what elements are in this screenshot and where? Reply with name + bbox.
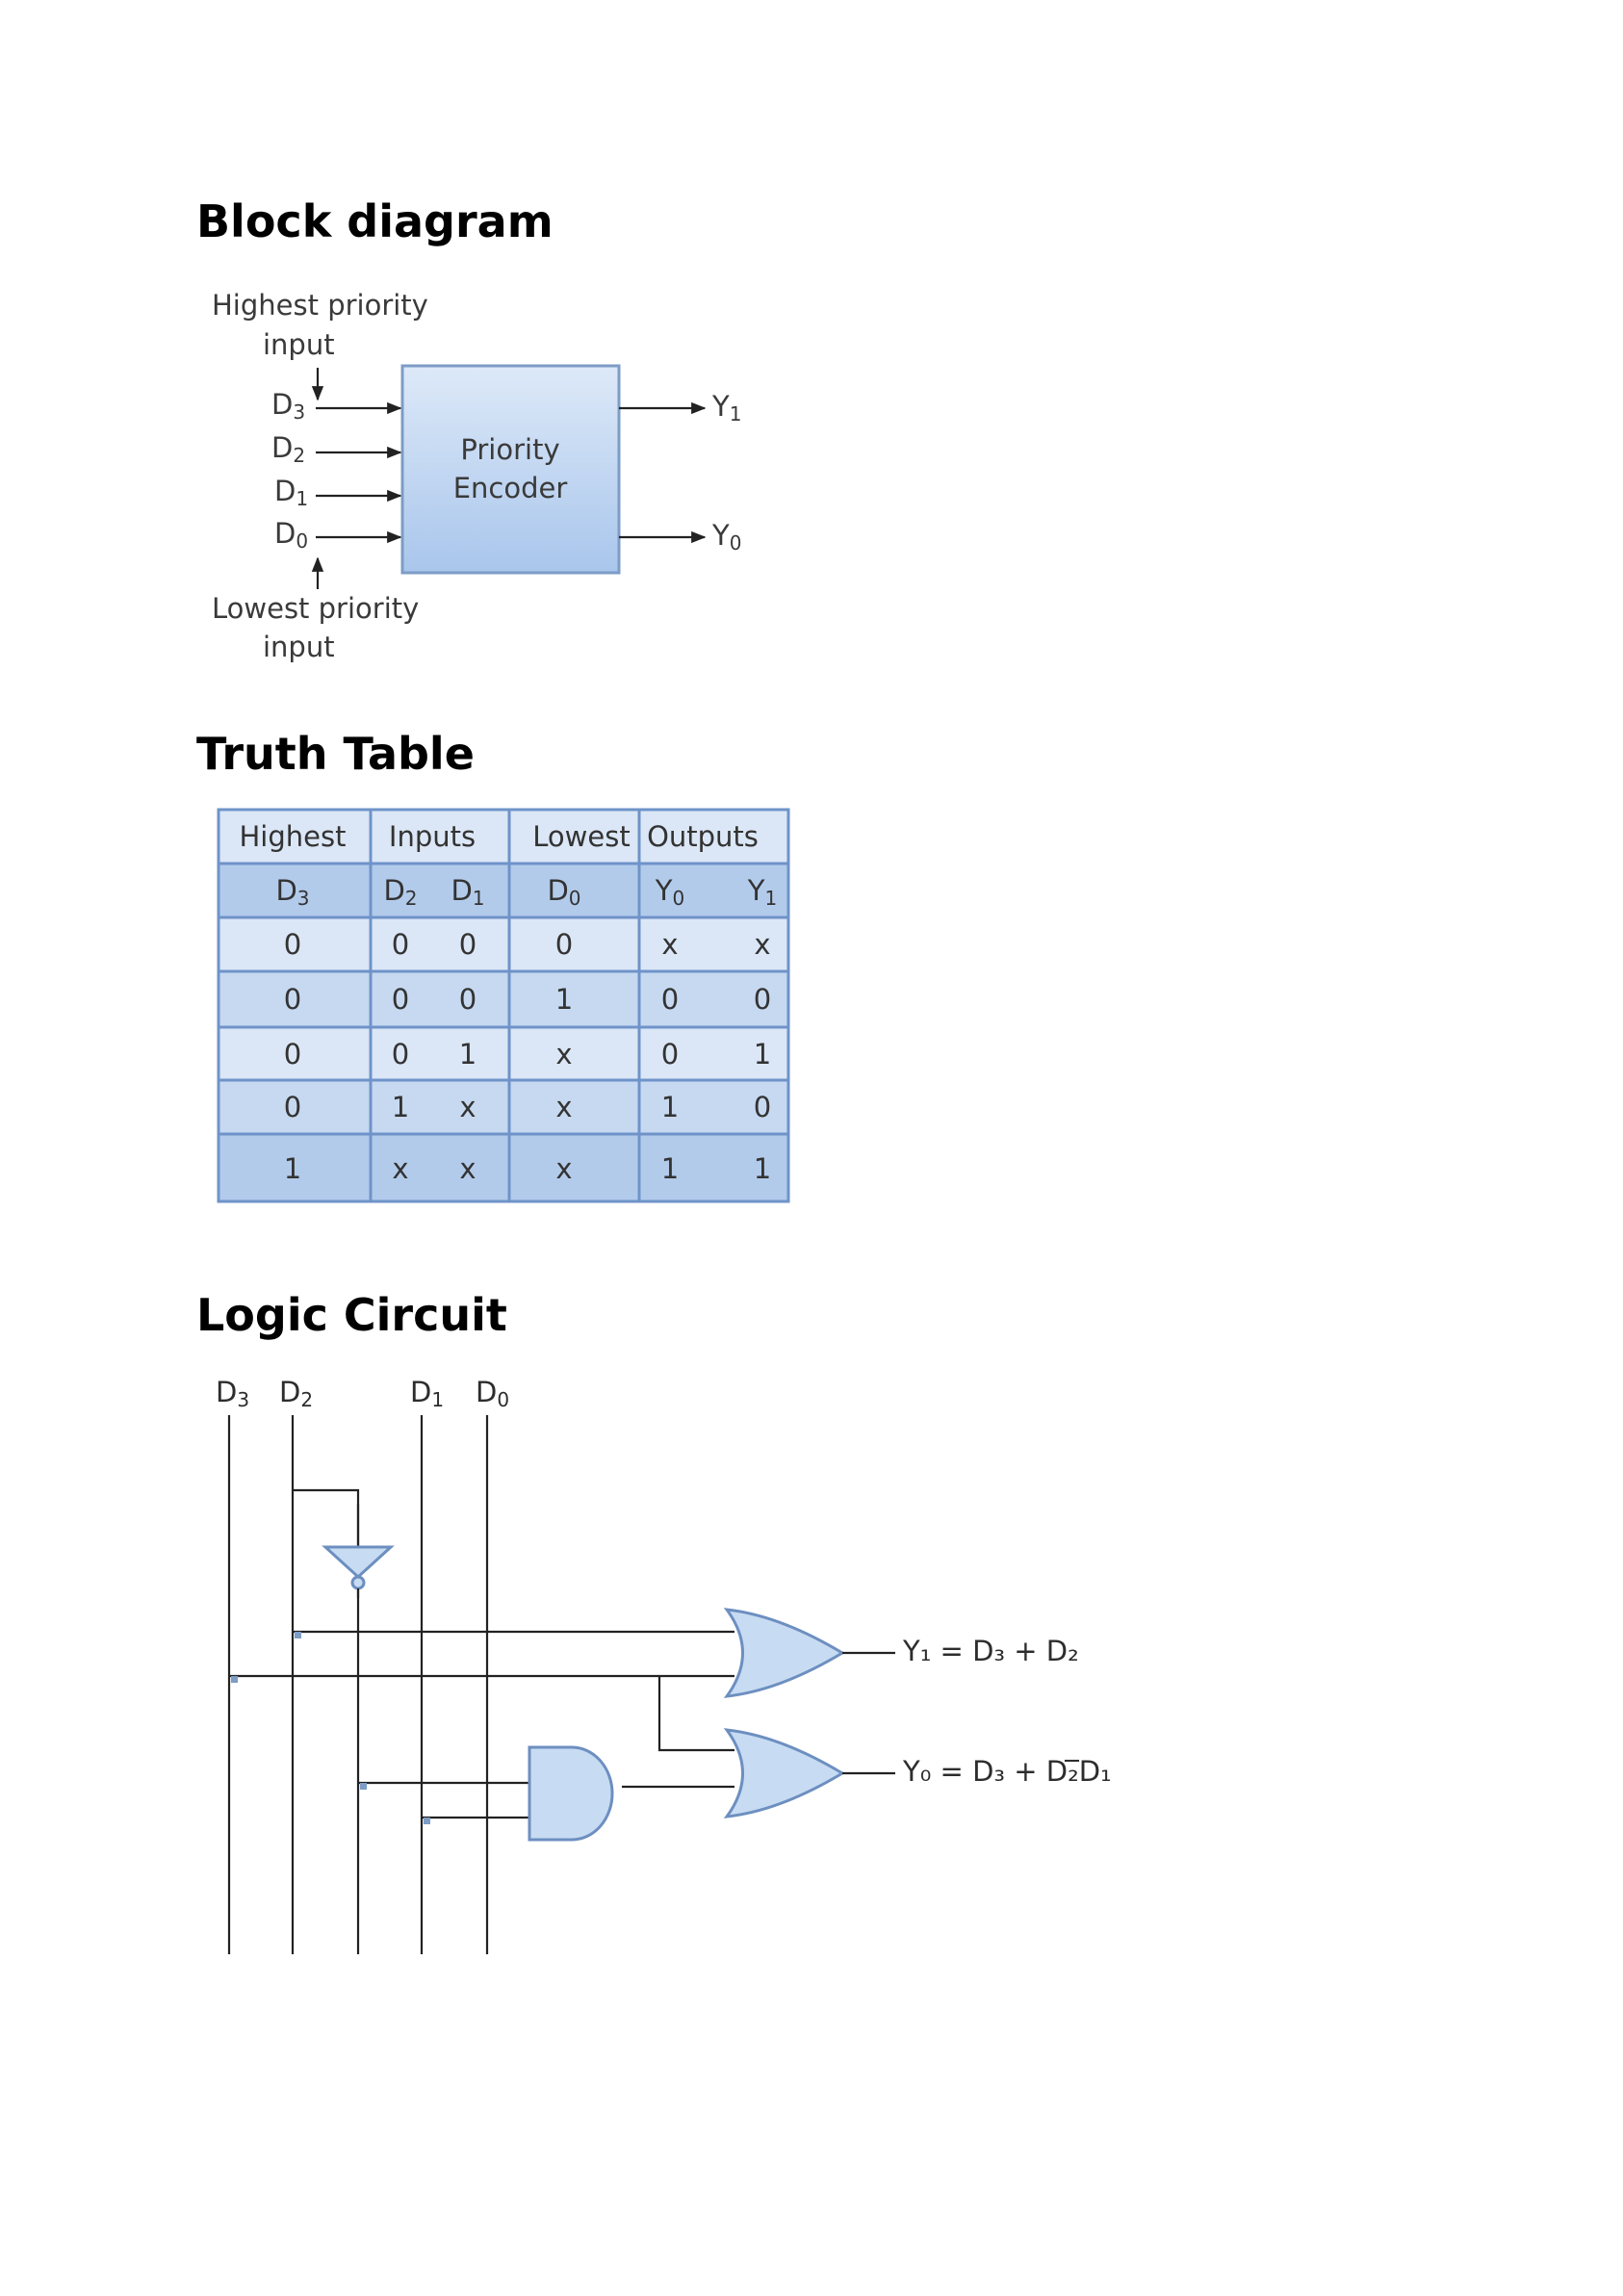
logic-circuit-heading: Logic Circuit: [196, 1289, 507, 1341]
column-header-d3: D3: [275, 874, 309, 910]
table-cell: x: [459, 1091, 476, 1123]
not-gate: [293, 1488, 395, 1598]
input-d1: D1: [274, 475, 402, 510]
column-header-d1: D1: [451, 874, 484, 910]
output-y1: Y1: [619, 390, 741, 426]
table-cell: 0: [459, 983, 477, 1016]
circuit-label-d0: D0: [476, 1376, 509, 1411]
table-row-3: [219, 1027, 788, 1080]
column-header-d2: D2: [383, 874, 417, 910]
table-header-band: [219, 810, 788, 864]
or-gate-y0: [723, 1728, 845, 1819]
truth-table: Highest Inputs Lowest Outputs D3 D2 D1 D0 Y0…: [217, 808, 790, 1203]
priority-encoder-box: [400, 364, 621, 575]
table-cell: 0: [754, 1091, 771, 1123]
svg-text:D2: D2: [271, 431, 305, 467]
highest-priority-label: Highest priority: [212, 289, 428, 322]
priority-encoder-label-line2: Encoder: [453, 472, 568, 504]
lowest-priority-label: Lowest priority: [212, 592, 419, 625]
block-diagram: Highest priority input Priority Encoder …: [212, 289, 741, 663]
table-cell: 0: [392, 928, 409, 961]
circuit-label-d2: D2: [279, 1376, 313, 1411]
circuit-label-d1: D1: [410, 1376, 444, 1411]
input-d3: D3: [271, 388, 402, 424]
table-row-1: [219, 917, 788, 971]
table-cell: 0: [392, 1038, 409, 1071]
table-cell: 0: [661, 983, 679, 1016]
table-cell: 0: [459, 928, 477, 961]
y1-equation: Y₁ = D₃ + D₂: [902, 1635, 1079, 1667]
logic-circuit: D3 D2 D1 D0 Y₁ = D₃ + D₂ Y₀ = D₃ + D₂̅D₁: [216, 1376, 1112, 1954]
y0-equation: Y₀ = D₃ + D₂̅D₁: [902, 1755, 1112, 1788]
input-d0: D0: [274, 517, 402, 553]
table-cell: x: [555, 1038, 572, 1071]
table-cell: 1: [392, 1091, 409, 1123]
table-cell: 0: [284, 1038, 301, 1071]
column-header-y1: Y1: [747, 874, 777, 910]
table-row-4: [219, 1080, 788, 1134]
table-grid: [217, 808, 790, 1203]
svg-text:D0: D0: [274, 517, 308, 553]
output-y0: Y0: [619, 519, 741, 555]
table-cell: 1: [284, 1152, 301, 1185]
table-cell: 0: [284, 928, 301, 961]
table-cell: 0: [555, 928, 573, 961]
junction-dots: [231, 1632, 430, 1824]
group-header-highest: Highest: [240, 820, 347, 853]
group-header-lowest: Lowest: [532, 820, 630, 853]
table-row-2: [219, 971, 788, 1027]
table-cell: x: [392, 1152, 408, 1185]
table-cell: 1: [754, 1152, 771, 1185]
svg-text:Y0: Y0: [711, 519, 741, 555]
group-header-outputs: Outputs: [647, 820, 759, 853]
table-cell: 0: [284, 1091, 301, 1123]
table-cell: 1: [459, 1038, 477, 1071]
table-cell: x: [555, 1152, 572, 1185]
table-cell: 0: [754, 983, 771, 1016]
table-cell: 1: [555, 983, 573, 1016]
svg-text:D1: D1: [274, 475, 308, 510]
highest-priority-label-line2: input: [263, 328, 335, 361]
table-cell: 0: [661, 1038, 679, 1071]
input-labels: D3 D2 D1 D0: [216, 1376, 509, 1411]
table-cell: x: [754, 928, 770, 961]
circuit-label-d3: D3: [216, 1376, 249, 1411]
or-gate-y1: [723, 1608, 845, 1698]
and-gate: [528, 1745, 614, 1842]
circuit-wires: [229, 1630, 734, 1819]
table-row-5: [219, 1134, 788, 1201]
table-cell: x: [555, 1091, 572, 1123]
table-cell: x: [459, 1152, 476, 1185]
table-cell: x: [661, 928, 678, 961]
lowest-priority-label-line2: input: [263, 631, 335, 663]
truth-table-heading: Truth Table: [196, 728, 475, 780]
column-header-y0: Y0: [655, 874, 684, 910]
table-subheader-band: [219, 864, 788, 917]
table-cell: 1: [754, 1038, 771, 1071]
table-cell: 1: [661, 1091, 679, 1123]
block-diagram-heading: Block diagram: [196, 195, 554, 247]
input-bus-lines: [227, 1415, 489, 1954]
column-header-d0: D0: [547, 874, 580, 910]
column-headers: D3 D2 D1 D0 Y0 Y1: [275, 874, 777, 910]
table-cell: 0: [392, 983, 409, 1016]
group-header-inputs: Inputs: [389, 820, 476, 853]
priority-encoder-label: Priority: [460, 433, 559, 466]
svg-text:Y1: Y1: [711, 390, 741, 426]
table-cell: 0: [284, 983, 301, 1016]
input-d2: D2: [271, 431, 402, 467]
svg-text:D3: D3: [271, 388, 305, 424]
table-cell: 1: [661, 1152, 679, 1185]
